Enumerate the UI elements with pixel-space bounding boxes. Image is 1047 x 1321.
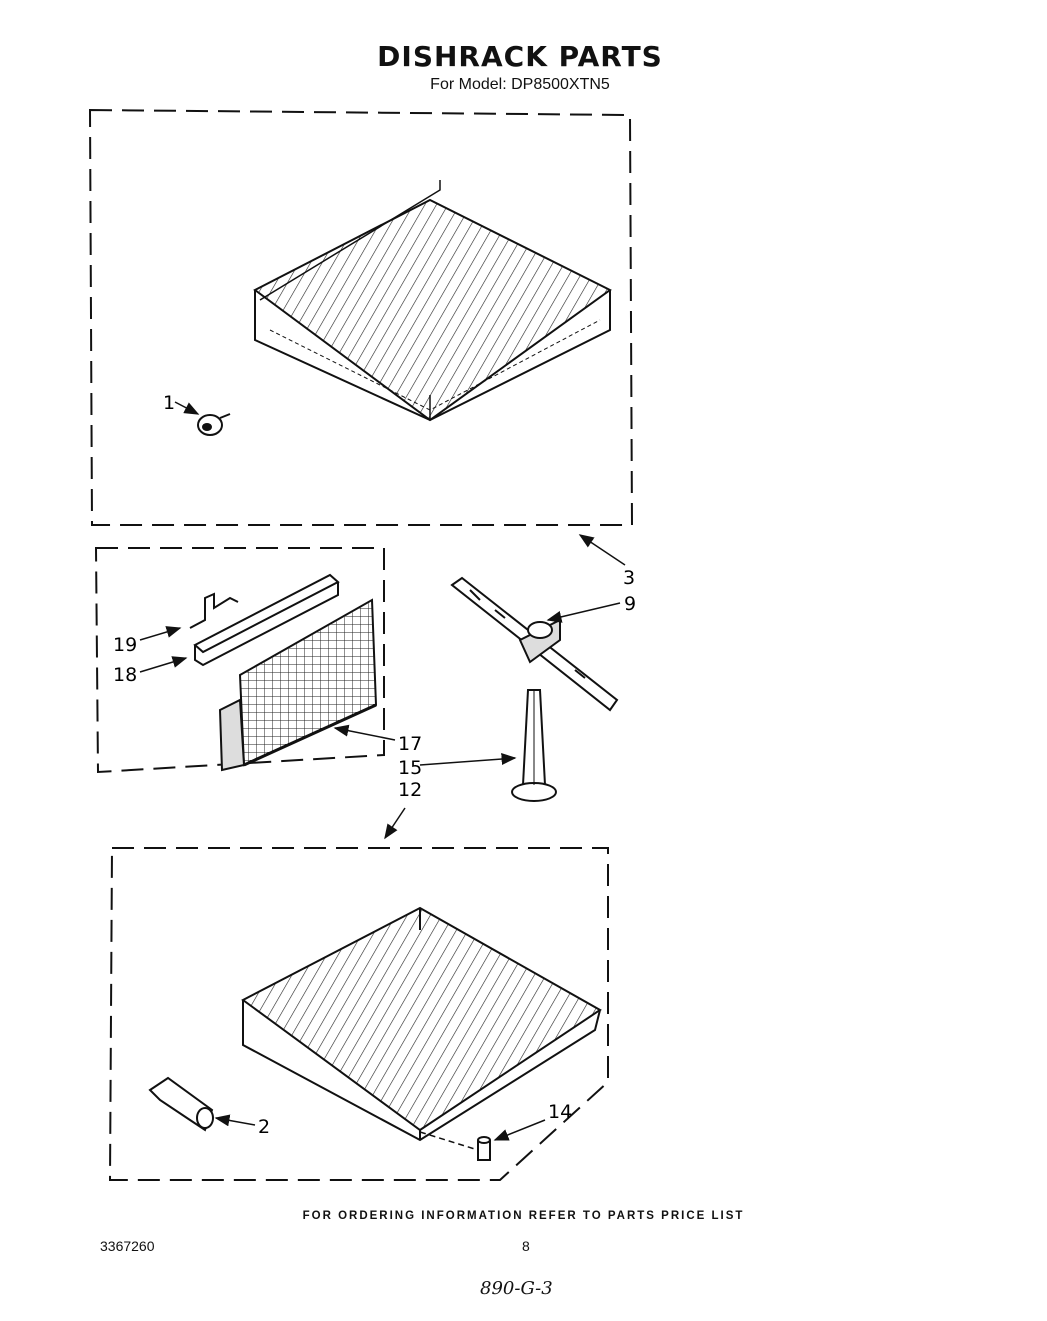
leader-17 bbox=[333, 724, 396, 741]
part-17-filter-screen bbox=[218, 598, 378, 772]
part-19-clip bbox=[189, 592, 239, 629]
part-1-rack-wheel bbox=[197, 413, 231, 436]
callout-2: 2 bbox=[258, 1116, 270, 1138]
leader-3 bbox=[578, 534, 626, 566]
ordering-note: FOR ORDERING INFORMATION REFER TO PARTS … bbox=[302, 1210, 745, 1222]
leader-12 bbox=[384, 807, 406, 840]
part-15-spray-tube bbox=[511, 689, 557, 802]
lower-rack-frame bbox=[108, 847, 609, 1181]
document-number: 3367260 bbox=[100, 1238, 155, 1254]
callout-19: 19 bbox=[113, 634, 137, 656]
leader-2 bbox=[214, 1114, 256, 1127]
part-18-bar bbox=[193, 573, 340, 667]
callout-9: 9 bbox=[624, 593, 636, 615]
leader-19 bbox=[139, 626, 182, 641]
part-14-post bbox=[419, 1131, 491, 1161]
filter-parts-frame bbox=[94, 547, 385, 774]
lower-rack-illustration bbox=[241, 906, 602, 1142]
upper-rack-illustration bbox=[253, 180, 612, 422]
upper-rack-frame bbox=[88, 108, 634, 526]
page-number: 8 bbox=[522, 1238, 530, 1254]
callout-14: 14 bbox=[548, 1101, 572, 1123]
callout-18: 18 bbox=[113, 664, 137, 686]
leader-18 bbox=[139, 656, 188, 673]
model-subtitle: For Model: DP8500XTN5 bbox=[430, 76, 610, 93]
leader-14 bbox=[493, 1119, 546, 1141]
callout-17: 17 bbox=[398, 733, 422, 755]
callout-15: 15 bbox=[398, 757, 422, 779]
part-2-rack-bracket bbox=[148, 1076, 214, 1132]
callout-12: 12 bbox=[398, 779, 422, 801]
leader-9 bbox=[546, 602, 621, 623]
callout-3: 3 bbox=[623, 567, 635, 589]
callout-1: 1 bbox=[163, 392, 175, 414]
page-title: DISHRACK PARTS bbox=[377, 40, 663, 73]
leader-1 bbox=[174, 401, 200, 415]
part-9-spray-arm bbox=[450, 576, 619, 712]
handwritten-note: 890-G-3 bbox=[480, 1278, 553, 1299]
leader-15 bbox=[419, 753, 517, 766]
